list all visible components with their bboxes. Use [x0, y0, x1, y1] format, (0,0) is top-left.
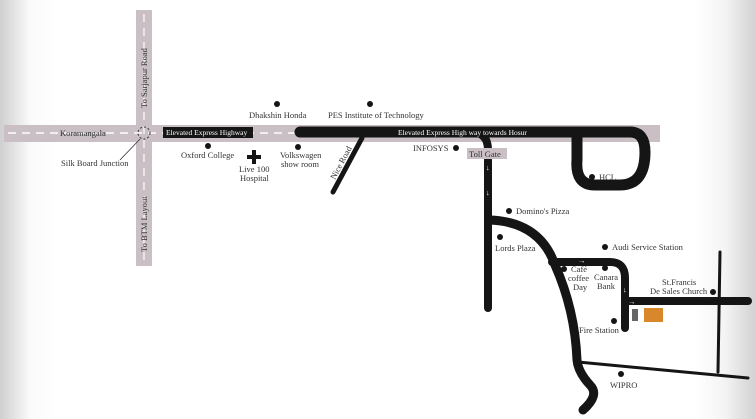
label-koramangala: Koramangala [60, 128, 106, 138]
pes-institute: PES Institute of Technology [328, 110, 425, 120]
silk-board-junction-marker [137, 126, 151, 140]
vw-line1: Volkswagen [280, 150, 322, 160]
elevated-highway-hosur [294, 126, 651, 191]
label-elevated-hosur: Elevated Express High way towards Hosur [398, 128, 527, 137]
ccd-line2: coffee [568, 273, 589, 283]
canara-line2: Bank [597, 281, 616, 291]
canara-line1: Canara [594, 272, 618, 282]
svg-text:↓: ↓ [623, 285, 627, 294]
dominos: Domino's Pizza [516, 206, 569, 216]
infosys: INFOSYS [413, 143, 449, 153]
label-toll-gate: Toll Gate [469, 149, 501, 159]
project-logo-icon [632, 309, 638, 321]
side-road [716, 250, 722, 374]
curve-road [485, 215, 599, 415]
church-line2: De Sales Church [650, 286, 708, 296]
fire-station: Fire Station [579, 325, 620, 335]
arrows: ↓↓ →→↓ [486, 163, 636, 306]
branch-road [548, 258, 629, 332]
label-sarjapur: To Sarjapur Road [139, 47, 149, 108]
live100-line2: Hospital [240, 173, 269, 183]
label-elevated: Elevated Express Highway [166, 128, 247, 137]
hospital-cross-icon [247, 150, 261, 164]
landmarks: Dhakshin Honda PES Institute of Technolo… [61, 101, 716, 390]
oxford-college: Oxford College [181, 150, 234, 160]
svg-text:↓: ↓ [486, 188, 490, 197]
ccd-line3: Day [573, 282, 588, 292]
svg-text:→: → [578, 256, 586, 265]
hcl: HCL [599, 172, 616, 182]
live100-line1: Live 100 [239, 164, 269, 174]
wipro-road [576, 360, 750, 380]
svg-text:→: → [628, 297, 636, 306]
toll-gate-bg [467, 148, 507, 159]
ccd-line1: Café [571, 264, 587, 274]
church-line1: St.Francis [662, 277, 696, 287]
project-image [644, 308, 663, 322]
wipro: WIPRO [610, 380, 637, 390]
elevated-highway-label-bg [163, 127, 253, 138]
audi: Audi Service Station [612, 242, 684, 252]
svg-text:↓: ↓ [486, 163, 490, 172]
label-btm: To BTM Layout [139, 196, 149, 252]
vw-line2: show room [281, 159, 319, 169]
dhakshin-honda: Dhakshin Honda [249, 110, 307, 120]
nice-road-line [330, 135, 365, 195]
lords-plaza: Lords Plaza [495, 243, 536, 253]
sarjapur-btm-road [136, 10, 152, 266]
gray-roads [4, 10, 660, 266]
silk-board-label: Silk Board Junction [61, 158, 129, 168]
silk-board-pointer [119, 138, 141, 161]
